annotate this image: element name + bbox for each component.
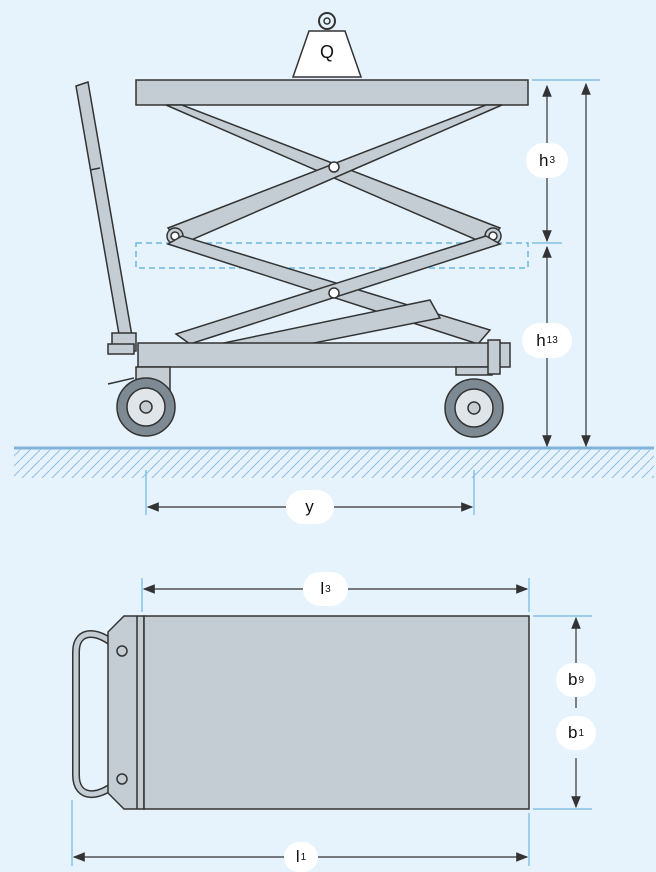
scissor-arms xyxy=(165,104,503,345)
floor-hatch xyxy=(14,448,654,478)
dimension-overall-height xyxy=(562,79,600,448)
front-wheel xyxy=(107,366,176,437)
load-label: Q xyxy=(319,42,334,62)
load-weight-icon xyxy=(291,12,363,78)
dimension-h3 xyxy=(532,79,562,244)
dimension-l1 xyxy=(71,800,530,866)
lowered-platform-outline xyxy=(135,242,529,269)
dimension-y xyxy=(145,470,475,515)
top-view-platform xyxy=(107,615,530,810)
label-y: y xyxy=(286,490,334,524)
dimension-l3 xyxy=(141,578,530,612)
dimension-b9-b1 xyxy=(533,615,592,810)
push-handle xyxy=(75,81,137,355)
lift-chassis xyxy=(137,342,511,368)
lift-platform xyxy=(135,79,529,106)
rear-wheel xyxy=(444,339,504,438)
top-view-handle xyxy=(72,630,126,799)
